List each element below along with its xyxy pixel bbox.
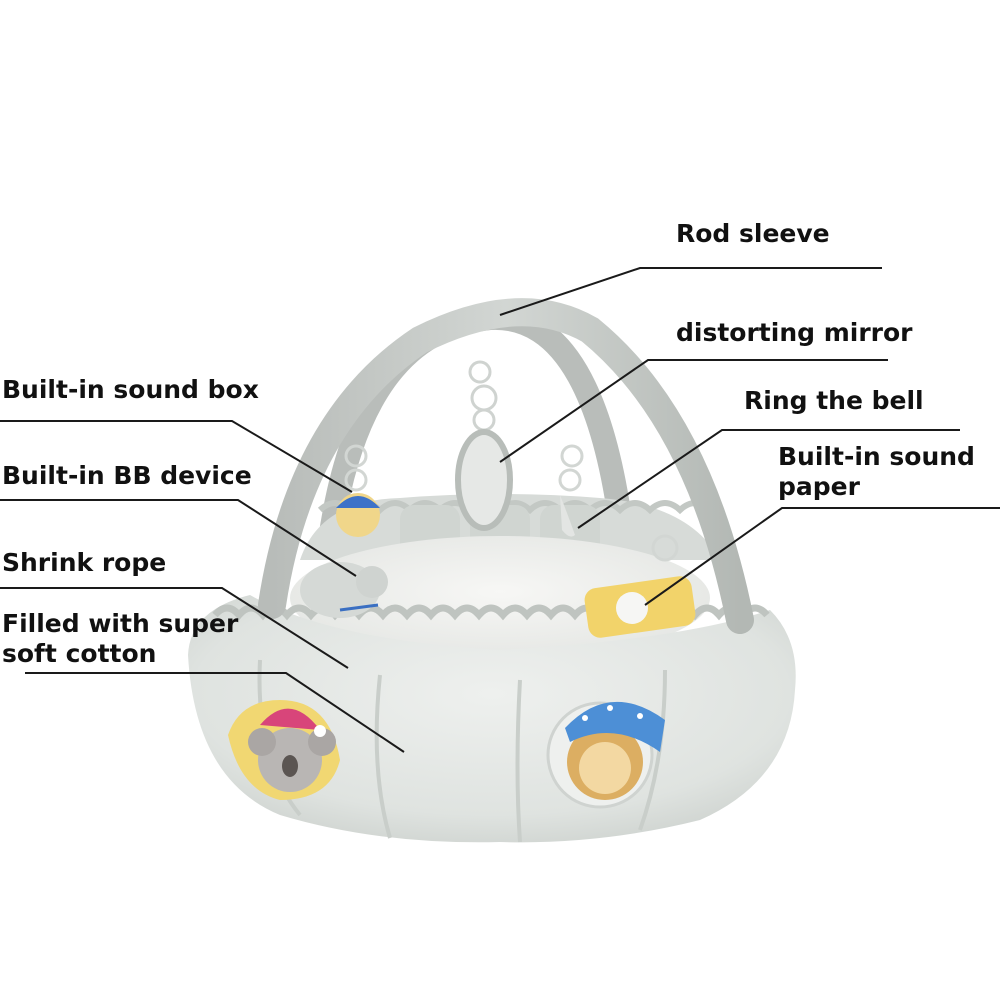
leader-sound-box bbox=[0, 420, 353, 493]
label-sound-paper-line1: Built-in sound bbox=[778, 442, 975, 471]
leader-lines bbox=[0, 267, 1000, 753]
label-sound-box: Built-in sound box bbox=[2, 375, 259, 404]
leader-sound-paper bbox=[644, 507, 1000, 606]
label-cotton-fill-line2: soft cotton bbox=[2, 639, 157, 668]
leader-ring-the-bell bbox=[577, 429, 960, 529]
hanging-toys bbox=[344, 360, 679, 562]
lion-applique bbox=[546, 701, 665, 809]
label-shrink-rope: Shrink rope bbox=[2, 548, 167, 577]
leader-distorting-mirror bbox=[499, 359, 888, 463]
sound-paper-block bbox=[584, 576, 696, 638]
leader-shrink-rope bbox=[0, 587, 349, 669]
label-bb-device: Built-in BB device bbox=[2, 461, 252, 490]
label-sound-paper-line2: paper bbox=[778, 472, 860, 501]
front-play-arch bbox=[258, 298, 754, 634]
label-ring-the-bell: Ring the bell bbox=[744, 386, 924, 415]
leader-cotton-fill bbox=[25, 672, 405, 753]
label-rod-sleeve: Rod sleeve bbox=[676, 219, 830, 248]
elephant-plush bbox=[300, 562, 388, 618]
koala-applique bbox=[228, 700, 340, 800]
leader-bb-device bbox=[0, 499, 357, 577]
bear-plush bbox=[336, 493, 380, 537]
label-cotton-fill-line1: Filled with super bbox=[2, 609, 239, 638]
leader-rod-sleeve bbox=[499, 267, 882, 316]
label-distorting-mirror: distorting mirror bbox=[676, 318, 913, 347]
